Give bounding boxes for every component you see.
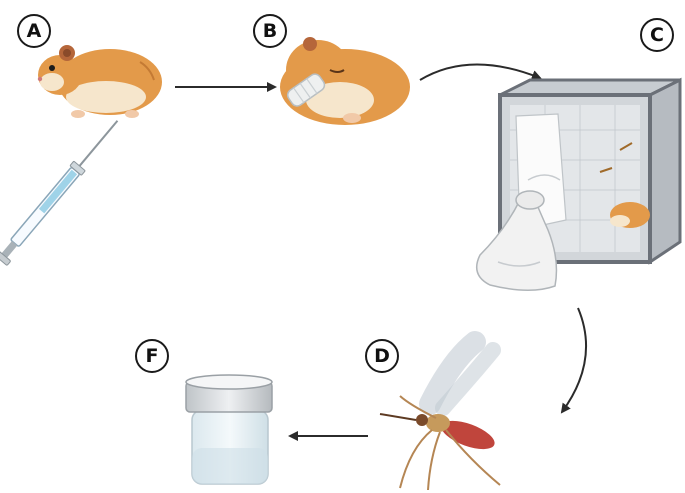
step-label-d: D (365, 339, 399, 373)
step-label-c: C (640, 18, 674, 52)
hamster-icon (38, 45, 162, 118)
step-label-a: A (17, 14, 51, 48)
specimen-container-icon (186, 375, 272, 484)
mosquito-icon (380, 342, 500, 490)
step-label-f: F (135, 339, 169, 373)
arrow-b-to-c (420, 64, 540, 80)
syringe-icon (0, 115, 124, 265)
hamster-icon (610, 202, 650, 228)
sleeping-hamster-icon (280, 37, 410, 125)
arrow-c-to-d (562, 308, 586, 412)
step-label-b: B (253, 14, 287, 48)
